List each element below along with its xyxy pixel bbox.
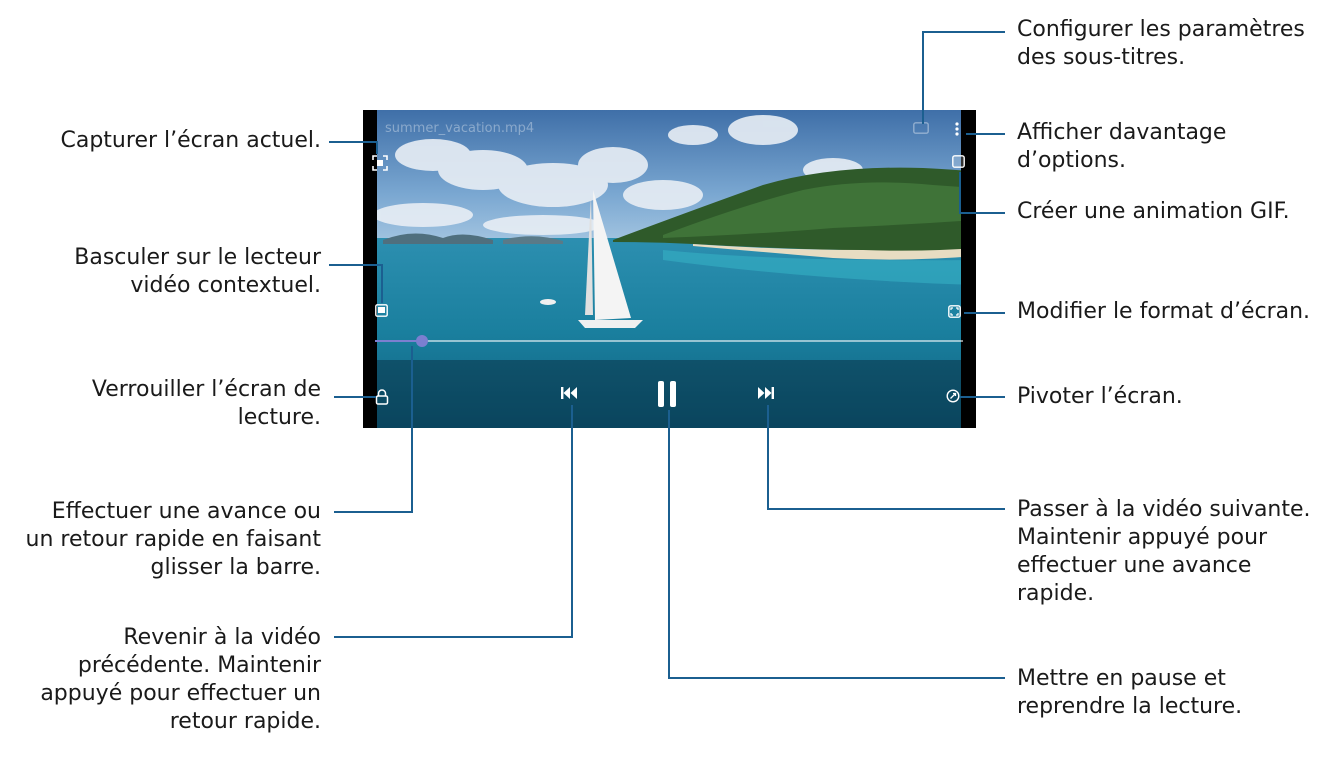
leader-subtitles-drop: [922, 31, 924, 124]
skip-next-icon[interactable]: [758, 387, 776, 403]
leader-ratio: [964, 312, 1005, 314]
callout-more-options: Afficher davantage d’options.: [1017, 120, 1227, 173]
video-filename: summer_vacation.mp4: [385, 120, 535, 136]
leader-seek: [334, 511, 412, 513]
pause-icon[interactable]: [657, 381, 681, 409]
more-options-icon[interactable]: [955, 122, 963, 138]
leader-rotate: [960, 396, 1005, 398]
callout-rotate: Pivoter l’écran.: [1017, 384, 1183, 409]
gif-icon[interactable]: [952, 155, 966, 169]
leader-subtitles: [922, 31, 1005, 33]
callout-gif: Créer une animation GIF.: [1017, 199, 1290, 224]
leader-gif-rise: [959, 172, 961, 214]
skip-previous-icon[interactable]: [561, 387, 579, 403]
leader-pause: [669, 677, 1005, 679]
leader-more: [966, 133, 1005, 135]
seek-bar-track: [375, 340, 963, 342]
subtitles-icon[interactable]: [913, 122, 929, 136]
video-player-screen: summer_vacation.mp4: [363, 110, 976, 428]
leader-seek-rise: [411, 346, 413, 513]
screen-capture-icon[interactable]: [372, 155, 388, 171]
screen-ratio-icon[interactable]: [948, 305, 962, 319]
callout-lock: Verrouiller l’écran de lecture.: [91, 377, 321, 430]
leader-previous-rise: [571, 405, 573, 638]
leader-popup: [329, 264, 382, 266]
leader-capture: [329, 141, 377, 143]
leader-gif: [959, 212, 1005, 214]
callout-popup-player: Basculer sur le lecteur vidéo contextuel…: [74, 245, 321, 298]
lock-icon[interactable]: [375, 389, 389, 405]
rotate-icon[interactable]: [946, 389, 962, 405]
callout-ratio: Modifier le format d’écran.: [1017, 299, 1311, 324]
callout-pause: Mettre en pause et reprendre la lecture.: [1017, 666, 1243, 719]
leader-next: [767, 508, 1005, 510]
leader-capture-drop: [376, 141, 378, 154]
callout-seek: Effectuer une avance ou un retour rapide…: [25, 499, 321, 580]
leader-next-rise: [767, 405, 769, 510]
seek-bar-progress: [375, 340, 423, 342]
leader-previous: [334, 636, 572, 638]
seek-bar-thumb[interactable]: [416, 335, 429, 347]
callout-next: Passer à la vidéo suivante. Maintenir ap…: [1017, 497, 1311, 606]
leader-pause-rise: [668, 410, 670, 679]
popup-player-icon[interactable]: [375, 304, 388, 317]
video-frame: [363, 110, 976, 428]
callout-capture: Capturer l’écran actuel.: [60, 128, 322, 153]
callout-previous: Revenir à la vidéo précédente. Maintenir…: [40, 625, 321, 734]
leader-popup-drop: [381, 264, 383, 303]
seek-bar[interactable]: [375, 335, 963, 347]
leader-lock: [334, 396, 376, 398]
callout-subtitles: Configurer les paramètres des sous-titre…: [1017, 17, 1305, 70]
